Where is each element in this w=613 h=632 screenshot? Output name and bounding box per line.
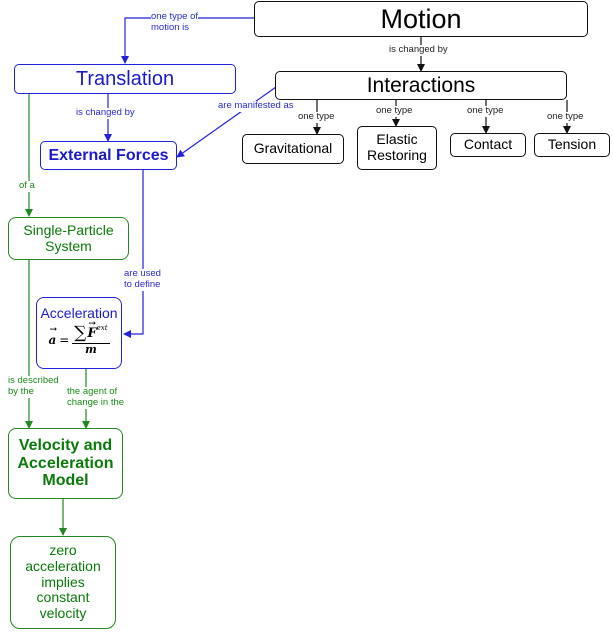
formula-lhs-text: a xyxy=(48,332,57,347)
node-tension-label: Tension xyxy=(547,136,597,153)
link-label-one-type-of-1: one type of xyxy=(151,11,199,22)
node-gravitational: Gravitational xyxy=(242,134,344,164)
link-label-is-changed-by-top: is changed by xyxy=(389,44,448,56)
node-model-label-1: Velocity and xyxy=(18,436,113,454)
node-zero-label-3: implies xyxy=(41,573,85,590)
node-tension: Tension xyxy=(534,133,610,157)
formula-force: → F xyxy=(87,319,97,342)
link-interactions-external-forces xyxy=(176,86,277,158)
formula-vector-arrow-a: → xyxy=(49,324,57,335)
link-label-are-used: are used to define xyxy=(124,268,161,291)
node-gravitational-label: Gravitational xyxy=(253,140,333,157)
node-velocity-acceleration-model: Velocity and Acceleration Model xyxy=(8,428,123,499)
link-label-agent-2: change in the xyxy=(67,396,125,408)
node-contact: Contact xyxy=(450,133,526,157)
node-zero-acceleration: zero acceleration implies constant veloc… xyxy=(10,536,116,629)
node-zero-label-4: constant xyxy=(36,589,90,606)
link-label-one-type-elastic: one type xyxy=(376,105,413,117)
link-label-one-type-tension: one type xyxy=(547,111,584,123)
node-single-particle-label-1: Single-Particle xyxy=(23,221,114,238)
node-model-label-3: Model xyxy=(42,472,89,490)
node-translation: Translation xyxy=(14,64,236,94)
node-external-forces-label: External Forces xyxy=(48,146,169,164)
node-zero-label-5: velocity xyxy=(39,605,87,621)
link-label-described-1: is described xyxy=(8,375,59,386)
link-label-is-changed-by-left: is changed by xyxy=(76,107,135,119)
node-acceleration-label: Acceleration xyxy=(40,305,118,321)
node-interactions-label: Interactions xyxy=(366,73,476,97)
link-label-are-manifested-as: are manifested as xyxy=(218,100,294,112)
node-interactions: Interactions xyxy=(275,71,567,100)
formula-force-text: F xyxy=(87,326,97,342)
node-external-forces: External Forces xyxy=(40,141,177,170)
node-acceleration: Acceleration → a = ∑ → F ext m xyxy=(36,297,122,369)
node-model-label-2: Acceleration xyxy=(17,454,114,472)
formula-fraction: ∑ → F ext m xyxy=(72,319,110,356)
formula-vector-arrow-f: → xyxy=(88,319,96,330)
node-motion: Motion xyxy=(254,1,588,37)
node-single-particle-system: Single-Particle System xyxy=(8,217,129,260)
formula-equals: = xyxy=(59,332,70,347)
link-label-one-type-contact: one type xyxy=(467,105,504,117)
link-external-forces-acceleration xyxy=(123,170,144,338)
node-elastic-label-1: Elastic xyxy=(376,131,418,148)
link-label-one-type-of: one type of motion is xyxy=(151,11,199,34)
node-translation-label: Translation xyxy=(75,67,175,90)
formula-numerator: ∑ → F ext xyxy=(72,319,110,344)
formula-lhs: → a xyxy=(48,325,57,347)
node-motion-label: Motion xyxy=(380,3,462,34)
node-zero-label-1: zero xyxy=(49,542,77,559)
link-label-of-a: of a xyxy=(19,180,35,192)
node-contact-label: Contact xyxy=(463,136,513,153)
link-label-one-type-grav: one type xyxy=(298,111,335,123)
formula-denominator: m xyxy=(85,342,97,356)
link-motion-translation xyxy=(121,17,254,64)
node-single-particle-label-2: System xyxy=(45,237,92,254)
acceleration-formula: → a = ∑ → F ext m xyxy=(48,319,110,356)
link-label-agent-of-change: the agent of change in the xyxy=(67,386,125,409)
link-label-one-type-of-2: motion is xyxy=(151,21,190,33)
formula-sum: ∑ xyxy=(74,322,87,343)
node-zero-label-2: acceleration xyxy=(25,557,101,574)
link-label-described-2: by the xyxy=(8,385,34,397)
link-label-agent-1: the agent of xyxy=(67,386,118,397)
node-elastic-label-2: Restoring xyxy=(367,147,427,163)
link-label-are-used-2: to define xyxy=(124,278,161,290)
formula-sup: ext xyxy=(96,323,108,332)
link-label-is-described-by: is described by the xyxy=(8,375,59,398)
node-elastic-restoring: Elastic Restoring xyxy=(357,126,437,170)
link-label-are-used-1: are used xyxy=(124,268,161,279)
